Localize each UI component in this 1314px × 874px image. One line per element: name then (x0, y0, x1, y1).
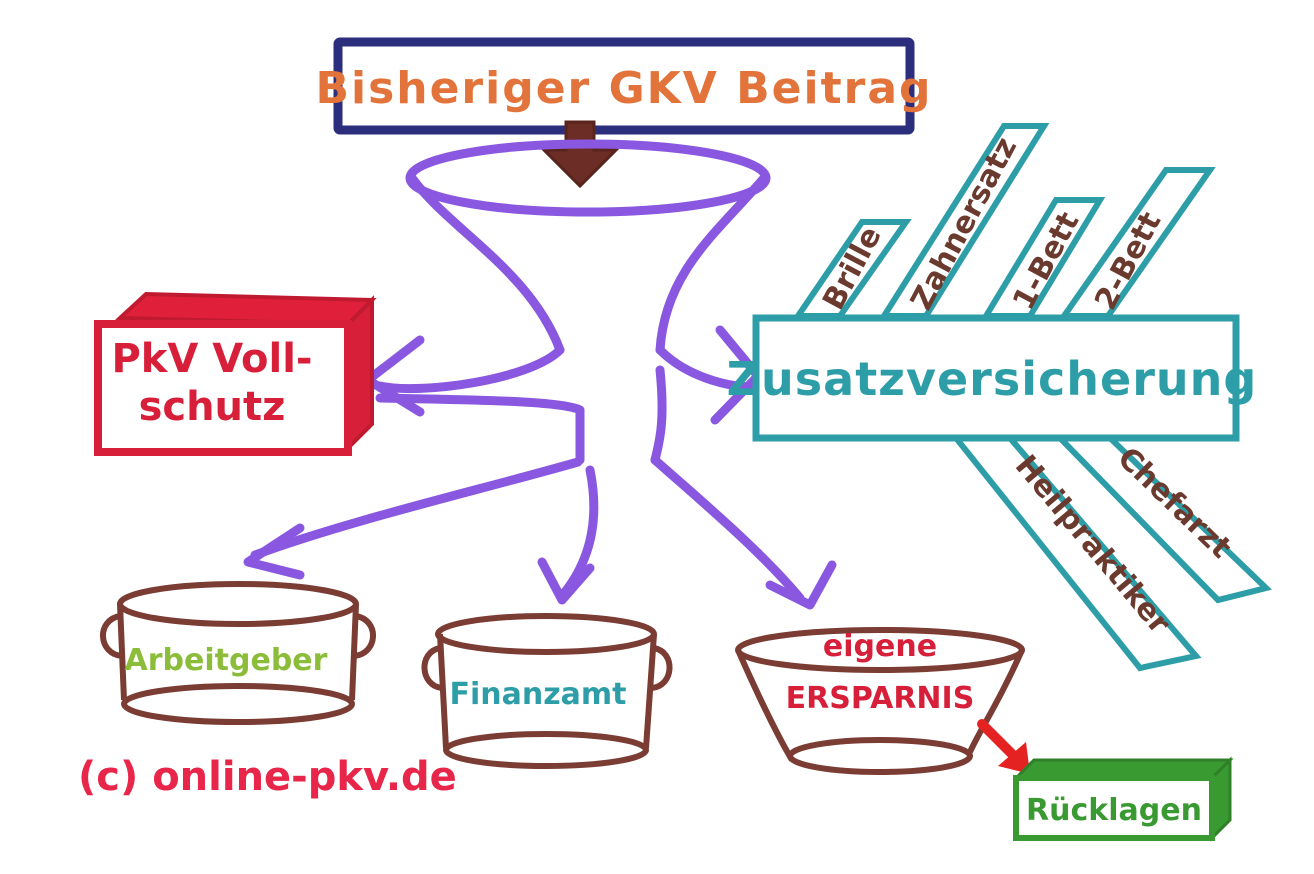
funnel-shape (375, 139, 771, 465)
ruecklagen-label: Rücklagen (1026, 793, 1202, 828)
pot-arbeitgeber (100, 581, 376, 725)
pkv-label-line2: schutz (139, 384, 286, 430)
ruecklagen-box: Rücklagen (1012, 756, 1234, 842)
pkv-label-line1: PkV Voll- (111, 336, 312, 382)
pkv-box: PkV Voll- schutz (94, 291, 377, 456)
pot-finanzamt (421, 613, 673, 769)
pot-label-finanzamt: Finanzamt (449, 677, 626, 712)
pot-label-arbeitgeber: Arbeitgeber (125, 643, 328, 678)
zusatz-label: Zusatzversicherung (727, 352, 1258, 406)
pot-label-ersparnis-line2: ERSPARNIS (786, 681, 975, 716)
top-down-arrow (540, 120, 620, 189)
copyright-text: (c) online-pkv.de (78, 754, 457, 800)
top-title-label: Bisheriger GKV Beitrag (315, 63, 932, 114)
funnel-arrows (243, 325, 837, 610)
zusatz-box: Zusatzversicherung (727, 314, 1258, 442)
top-title-box: Bisheriger GKV Beitrag (315, 37, 932, 135)
pot-label-ersparnis-line1: eigene (823, 629, 937, 664)
pot-ersparnis (735, 627, 1025, 775)
ruecklagen-arrow (977, 719, 1030, 774)
